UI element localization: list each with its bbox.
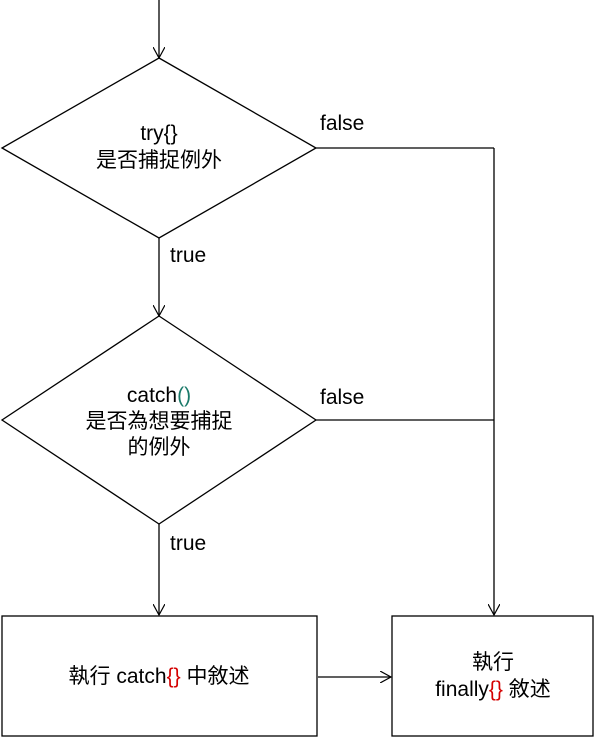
process-finally-braces: {} [488, 678, 503, 701]
catch-false-label: false [320, 386, 365, 409]
process-catch-prefix: 執行 catch [68, 665, 167, 688]
catch-parens: () [177, 384, 192, 407]
decision-try-question: 是否捕捉例外 [96, 149, 222, 172]
catch-true-label: true [170, 532, 207, 555]
process-finally-box [391, 615, 594, 737]
process-catch-box [1, 615, 318, 737]
decision-try-label: try{} [140, 121, 177, 147]
try-keyword: try [140, 122, 164, 145]
process-catch-label: 執行 catch{} 中敘述 [69, 664, 250, 690]
decision-catch-question-line2: 的例外 [127, 436, 191, 459]
process-finally-prefix: finally [435, 678, 489, 701]
process-finally-line1: 執行 [472, 651, 514, 674]
process-catch-suffix: 中敘述 [180, 665, 250, 688]
try-true-label: true [170, 244, 207, 267]
try-braces: {} [163, 122, 178, 145]
decision-catch-question-line1: 是否為想要捕捉 [85, 410, 233, 433]
decision-catch-label: catch() [127, 383, 191, 409]
try-false-label: false [320, 112, 365, 135]
process-finally-line2: finally{} 敘述 [435, 677, 551, 703]
process-finally-suffix: 敘述 [502, 678, 551, 701]
catch-keyword: catch [126, 384, 178, 407]
process-catch-braces: {} [166, 665, 181, 688]
